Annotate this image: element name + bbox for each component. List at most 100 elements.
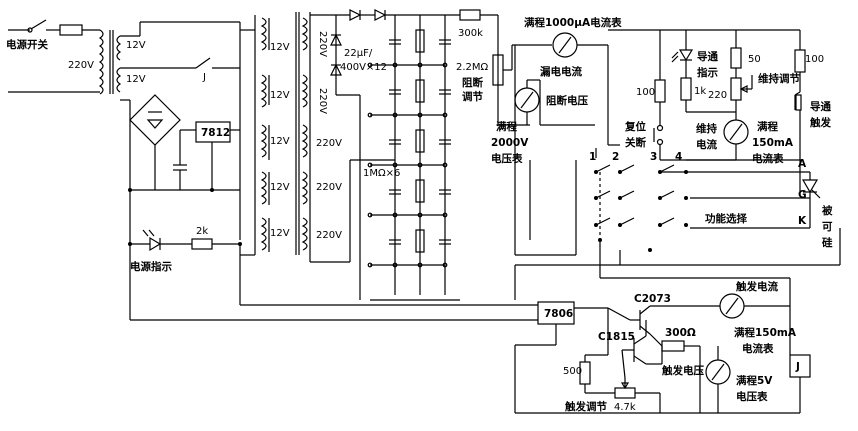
switch-arm bbox=[659, 164, 675, 173]
conduct-trig-label-1: 导通 bbox=[810, 101, 831, 113]
conduct-ind-label-2: 指示 bbox=[697, 66, 718, 79]
trig-current-label: 触发电流 bbox=[735, 280, 778, 293]
res-50-label: 50 bbox=[748, 54, 761, 65]
svg-text:220V: 220V bbox=[317, 31, 328, 57]
res-2-2m-label: 2.2MΩ bbox=[456, 62, 489, 73]
regulator-7812: 7812 bbox=[128, 121, 240, 192]
transformer-cell-3: 12V 220V bbox=[260, 124, 342, 160]
caps-note-1: 22μF/ bbox=[344, 48, 373, 59]
resistor bbox=[415, 79, 425, 103]
svg-text:12V: 12V bbox=[270, 182, 290, 193]
svg-text:220V: 220V bbox=[316, 230, 342, 241]
q-c2073-label: C2073 bbox=[634, 293, 671, 305]
svg-text:12V: 12V bbox=[270, 90, 290, 101]
power-indicator-label: 电源指示 bbox=[130, 260, 172, 273]
mains-input: 电源开关 220V bbox=[6, 19, 100, 93]
hold-adjust-label: 维持调节 bbox=[758, 72, 800, 85]
switch-arm bbox=[619, 217, 635, 226]
svg-text:12V: 12V bbox=[270, 136, 290, 147]
relay-coil-label: J bbox=[795, 361, 800, 373]
step-up-transformer-bank: 12V 220V 12V 220V 12V 220V 12V 220V bbox=[240, 12, 350, 263]
res-1m-x6-label: 1MΩ×6 bbox=[363, 168, 400, 179]
block-adjust-label-1: 阻断 bbox=[462, 76, 483, 89]
resistor bbox=[415, 229, 425, 253]
switch-arm bbox=[619, 190, 635, 199]
hold-current-label-2: 电流 bbox=[696, 138, 717, 151]
svg-text:12V: 12V bbox=[270, 228, 290, 239]
meter-2000v-label-3: 电压表 bbox=[491, 152, 523, 165]
power-switch-label: 电源开关 bbox=[6, 38, 48, 51]
res-500-label: 500 bbox=[563, 366, 582, 377]
switch-arm bbox=[659, 190, 675, 199]
meter-2000v-label-1: 满程 bbox=[496, 120, 517, 133]
sec-12v-b-label: 12V bbox=[126, 74, 146, 85]
reset-off-label-2: 关断 bbox=[625, 136, 646, 149]
meter-5v-label-1: 满程5V bbox=[736, 374, 773, 387]
conduct-trigger: 100 导通 触发 bbox=[794, 30, 831, 195]
meter-1000ua-title: 满程1000μA电流表 bbox=[524, 16, 622, 29]
transformer-cell-1: 12V 220V bbox=[260, 17, 328, 57]
pot-4-7k-label: 4.7k bbox=[614, 402, 636, 413]
sec-12v-a-label: 12V bbox=[126, 40, 146, 51]
resistor bbox=[415, 129, 425, 153]
resistor bbox=[415, 179, 425, 203]
fuse bbox=[59, 24, 83, 36]
switch-contact bbox=[648, 248, 652, 252]
switch-wiring bbox=[514, 45, 841, 355]
trig-voltage-label: 触发电压 bbox=[661, 364, 704, 377]
bridge-rectifier bbox=[129, 94, 240, 320]
reg-7806-label: 7806 bbox=[544, 308, 573, 320]
svg-text:220V: 220V bbox=[316, 138, 342, 149]
term-g-label: G bbox=[798, 189, 807, 201]
sw-pos-4: 4 bbox=[675, 151, 682, 163]
res-100-b-label: 100 bbox=[805, 54, 824, 65]
dut-terminals: A G K 被 可 硅 bbox=[660, 158, 833, 249]
meter-trig-150ma-label-1: 满程150mA bbox=[734, 326, 797, 339]
switch-contact bbox=[684, 196, 688, 200]
hold-current-label-1: 维持 bbox=[696, 122, 717, 135]
q-c1815-label: C1815 bbox=[598, 331, 635, 343]
mains-voltage-label: 220V bbox=[68, 60, 94, 71]
block-voltage-label: 阻断电压 bbox=[546, 94, 588, 107]
res-2k-label: 2k bbox=[196, 226, 208, 237]
sw-pos-3: 3 bbox=[650, 151, 657, 163]
svg-text:220V: 220V bbox=[317, 88, 328, 114]
switch-arm bbox=[595, 164, 611, 173]
meter-2000v-label-2: 2000V bbox=[491, 137, 529, 149]
res-300-ohm-label: 300Ω bbox=[665, 327, 696, 339]
power-indicator: 2k 电源指示 bbox=[128, 226, 242, 273]
resistor bbox=[415, 29, 425, 53]
ladder-components bbox=[367, 29, 451, 268]
conduct-trig-label-2: 触发 bbox=[809, 116, 831, 129]
relay-contact-label: J bbox=[202, 72, 206, 83]
function-select-switch: 1 2 3 4 功能选择 bbox=[589, 148, 800, 252]
meter-trig-150ma-label-2: 电流表 bbox=[742, 342, 774, 355]
switch-contacts bbox=[594, 164, 688, 252]
svg-text:12V: 12V bbox=[270, 42, 290, 53]
res-100-a-label: 100 bbox=[636, 87, 655, 98]
leak-block-meters: 满程1000μA电流表 漏电电流 阻断电压 满程 2000V 电压表 bbox=[491, 16, 622, 165]
dut-label-2: 可 bbox=[822, 221, 833, 233]
sw-pos-1: 1 bbox=[589, 151, 596, 163]
hv-rectifier: 22μF/ 400V×12 1MΩ×6 bbox=[310, 9, 460, 301]
meter-150ma-label-2: 150mA bbox=[752, 137, 794, 149]
svg-text:220V: 220V bbox=[316, 182, 342, 193]
leak-current-label: 漏电电流 bbox=[540, 65, 582, 78]
block-adjust-label-2: 调节 bbox=[462, 90, 483, 103]
switch-arm bbox=[595, 190, 611, 199]
switch-contact bbox=[684, 223, 688, 227]
dut-label-3: 硅 bbox=[822, 236, 833, 249]
transformer-cell-5: 12V 220V bbox=[260, 217, 342, 252]
sw-pos-2: 2 bbox=[612, 151, 619, 163]
switch-contact-icon bbox=[27, 27, 33, 33]
switch-arm bbox=[659, 217, 675, 226]
res-300k-label: 300k bbox=[458, 28, 483, 39]
meter-150ma-label-1: 满程 bbox=[757, 120, 778, 133]
func-select-label: 功能选择 bbox=[705, 212, 747, 225]
hold-adjust: 50 维持调节 220 维持 电流 满程 150mA 电流表 bbox=[686, 30, 800, 165]
transformer-cell-2: 12V 220V bbox=[260, 74, 328, 114]
conduct-ind-label-1: 导通 bbox=[697, 51, 718, 63]
term-a-label: A bbox=[798, 158, 807, 170]
reg-7812-label: 7812 bbox=[201, 127, 230, 139]
